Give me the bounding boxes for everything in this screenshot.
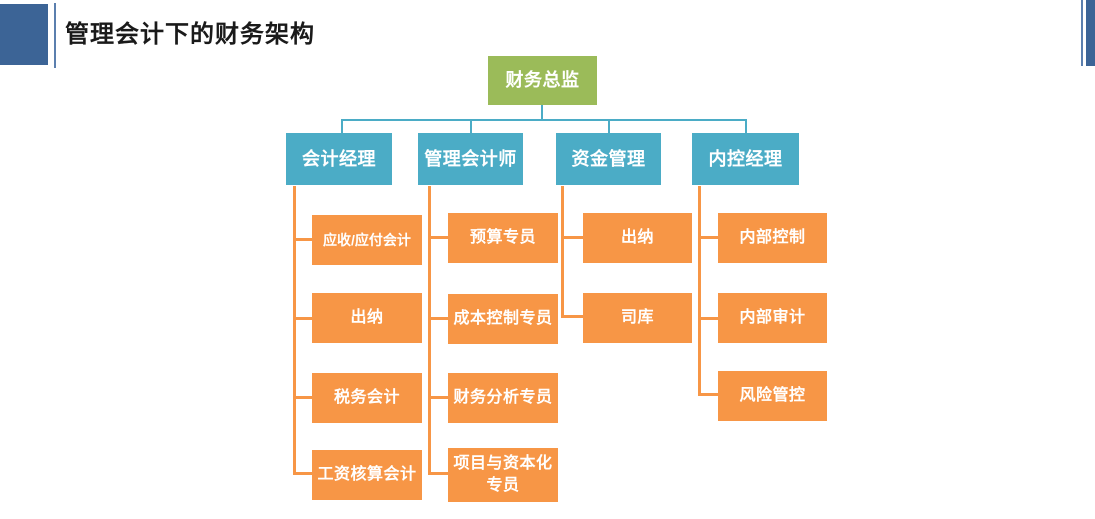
- org-node-risk-management: 风险管控: [718, 371, 827, 421]
- connector-col2-tick-3: [428, 396, 448, 399]
- title-accent-line: [54, 3, 56, 68]
- org-node-branch-management-accountant: 管理会计师: [418, 133, 523, 185]
- connector-col1-tick-2: [293, 317, 312, 320]
- connector-col1-tick-3: [293, 396, 312, 399]
- org-node-ar-ap-accounting: 应收/应付会计: [312, 215, 422, 265]
- org-node-financial-analysis-specialist: 财务分析专员: [448, 373, 558, 423]
- connector-col4-vline: [698, 186, 701, 396]
- org-node-cashier-1: 出纳: [312, 293, 422, 343]
- connector-col1-tick-4: [293, 472, 312, 475]
- connector-drop-1: [341, 119, 343, 133]
- connector-col4-tick-3: [698, 393, 718, 396]
- org-node-branch-treasury-management: 资金管理: [556, 133, 661, 185]
- connector-drop-3: [608, 119, 610, 133]
- org-node-branch-accounting-manager: 会计经理: [286, 133, 392, 185]
- connector-drop-4: [745, 119, 747, 133]
- connector-col4-tick-2: [698, 317, 718, 320]
- org-node-tax-accounting: 税务会计: [312, 373, 422, 423]
- page-title: 管理会计下的财务架构: [65, 21, 315, 48]
- connector-col3-tick-2: [561, 315, 583, 318]
- connector-col3-vline: [561, 186, 564, 318]
- org-node-cost-control-specialist: 成本控制专员: [448, 294, 558, 344]
- org-node-root: 财务总监: [488, 56, 597, 105]
- connector-col2-vline: [428, 186, 431, 475]
- connector-col2-tick-2: [428, 317, 448, 320]
- org-node-payroll-accounting: 工资核算会计: [312, 450, 422, 500]
- corner-accent-line-right: [1081, 0, 1083, 66]
- org-node-cashier-2: 出纳: [583, 213, 692, 263]
- connector-col3-tick-1: [561, 236, 583, 239]
- org-node-treasurer: 司库: [583, 293, 692, 343]
- connector-col4-tick-1: [698, 236, 718, 239]
- connector-col1-tick-1: [293, 238, 312, 241]
- connector-col2-tick-1: [428, 236, 448, 239]
- connector-root-stub: [541, 105, 543, 119]
- corner-accent-bar-right: [1086, 0, 1095, 66]
- org-node-project-capitalization-specialist: 项目与资本化专员: [448, 448, 558, 502]
- connector-horizontal: [341, 119, 747, 121]
- org-node-budget-specialist: 预算专员: [448, 213, 558, 263]
- connector-drop-2: [470, 119, 472, 133]
- connector-col1-vline: [293, 186, 296, 475]
- connector-col2-tick-4: [428, 472, 448, 475]
- org-node-internal-audit: 内部审计: [718, 293, 827, 343]
- org-node-branch-internal-control-manager: 内控经理: [692, 133, 799, 185]
- org-node-internal-control: 内部控制: [718, 213, 827, 263]
- title-accent-square: [0, 4, 48, 65]
